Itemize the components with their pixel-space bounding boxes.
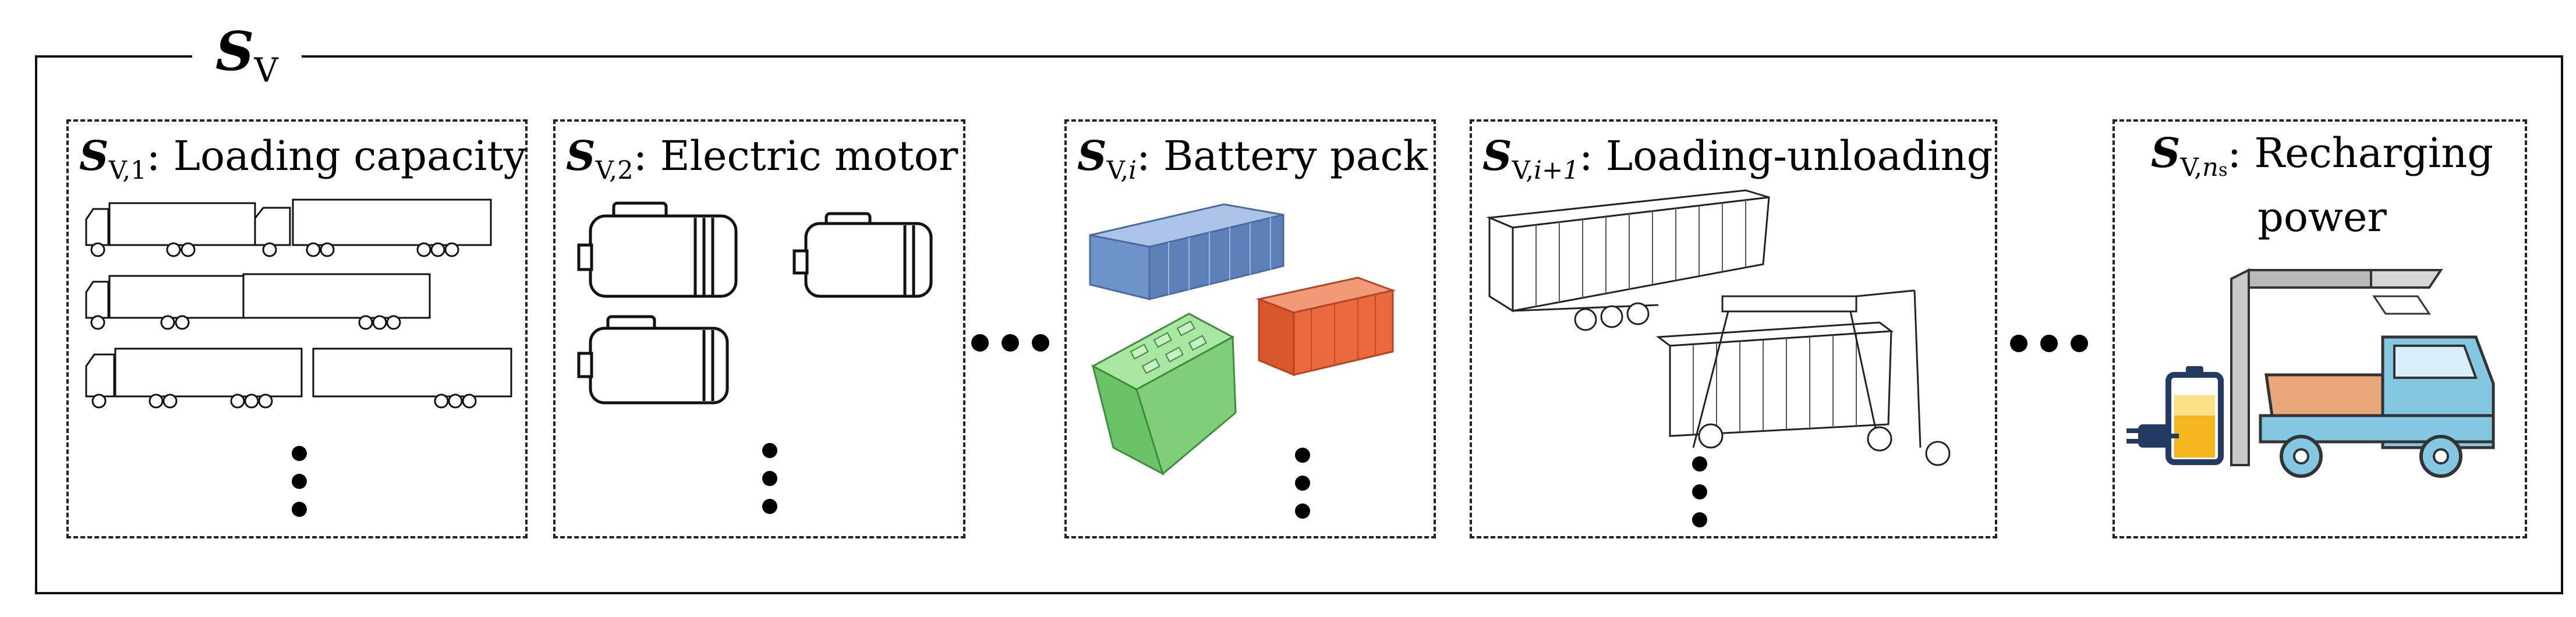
battery-charge-icon [2126,366,2224,465]
trucks-icon [85,198,512,409]
charging-station-icon [2126,268,2495,478]
electric-motor-icon [577,201,933,405]
panel-electric-motor: SV,2: Electric motor [553,119,965,538]
container-trailer-icon [1486,189,1951,466]
panel-label: SV,ns: Recharging power [2150,129,2494,242]
panel-recharging-power: SV,ns: Recharging power [2113,119,2527,538]
ellipsis-vertical [1295,448,1310,519]
panel-label: SV,1: Loading capacity [79,132,527,186]
ellipsis-horizontal [971,334,1049,352]
panel-loading-unloading: SV,i+1: Loading-unloading [1470,119,1997,538]
system-frame [35,55,2563,594]
panel-battery-pack: SV,i: Battery pack [1064,119,1436,538]
system-title: SV [192,16,302,105]
ellipsis-vertical [1692,456,1707,527]
ellipsis-horizontal [2010,335,2088,352]
battery-pack-icon [1089,203,1396,476]
panel-label: SV,2: Electric motor [566,132,958,186]
ellipsis-vertical [762,443,777,514]
panel-label: SV,i+1: Loading-unloading [1482,132,1993,186]
panel-label: SV,i: Battery pack [1077,132,1428,186]
panel-loading-capacity: SV,1: Loading capacity [66,119,528,538]
ellipsis-vertical [292,446,307,517]
